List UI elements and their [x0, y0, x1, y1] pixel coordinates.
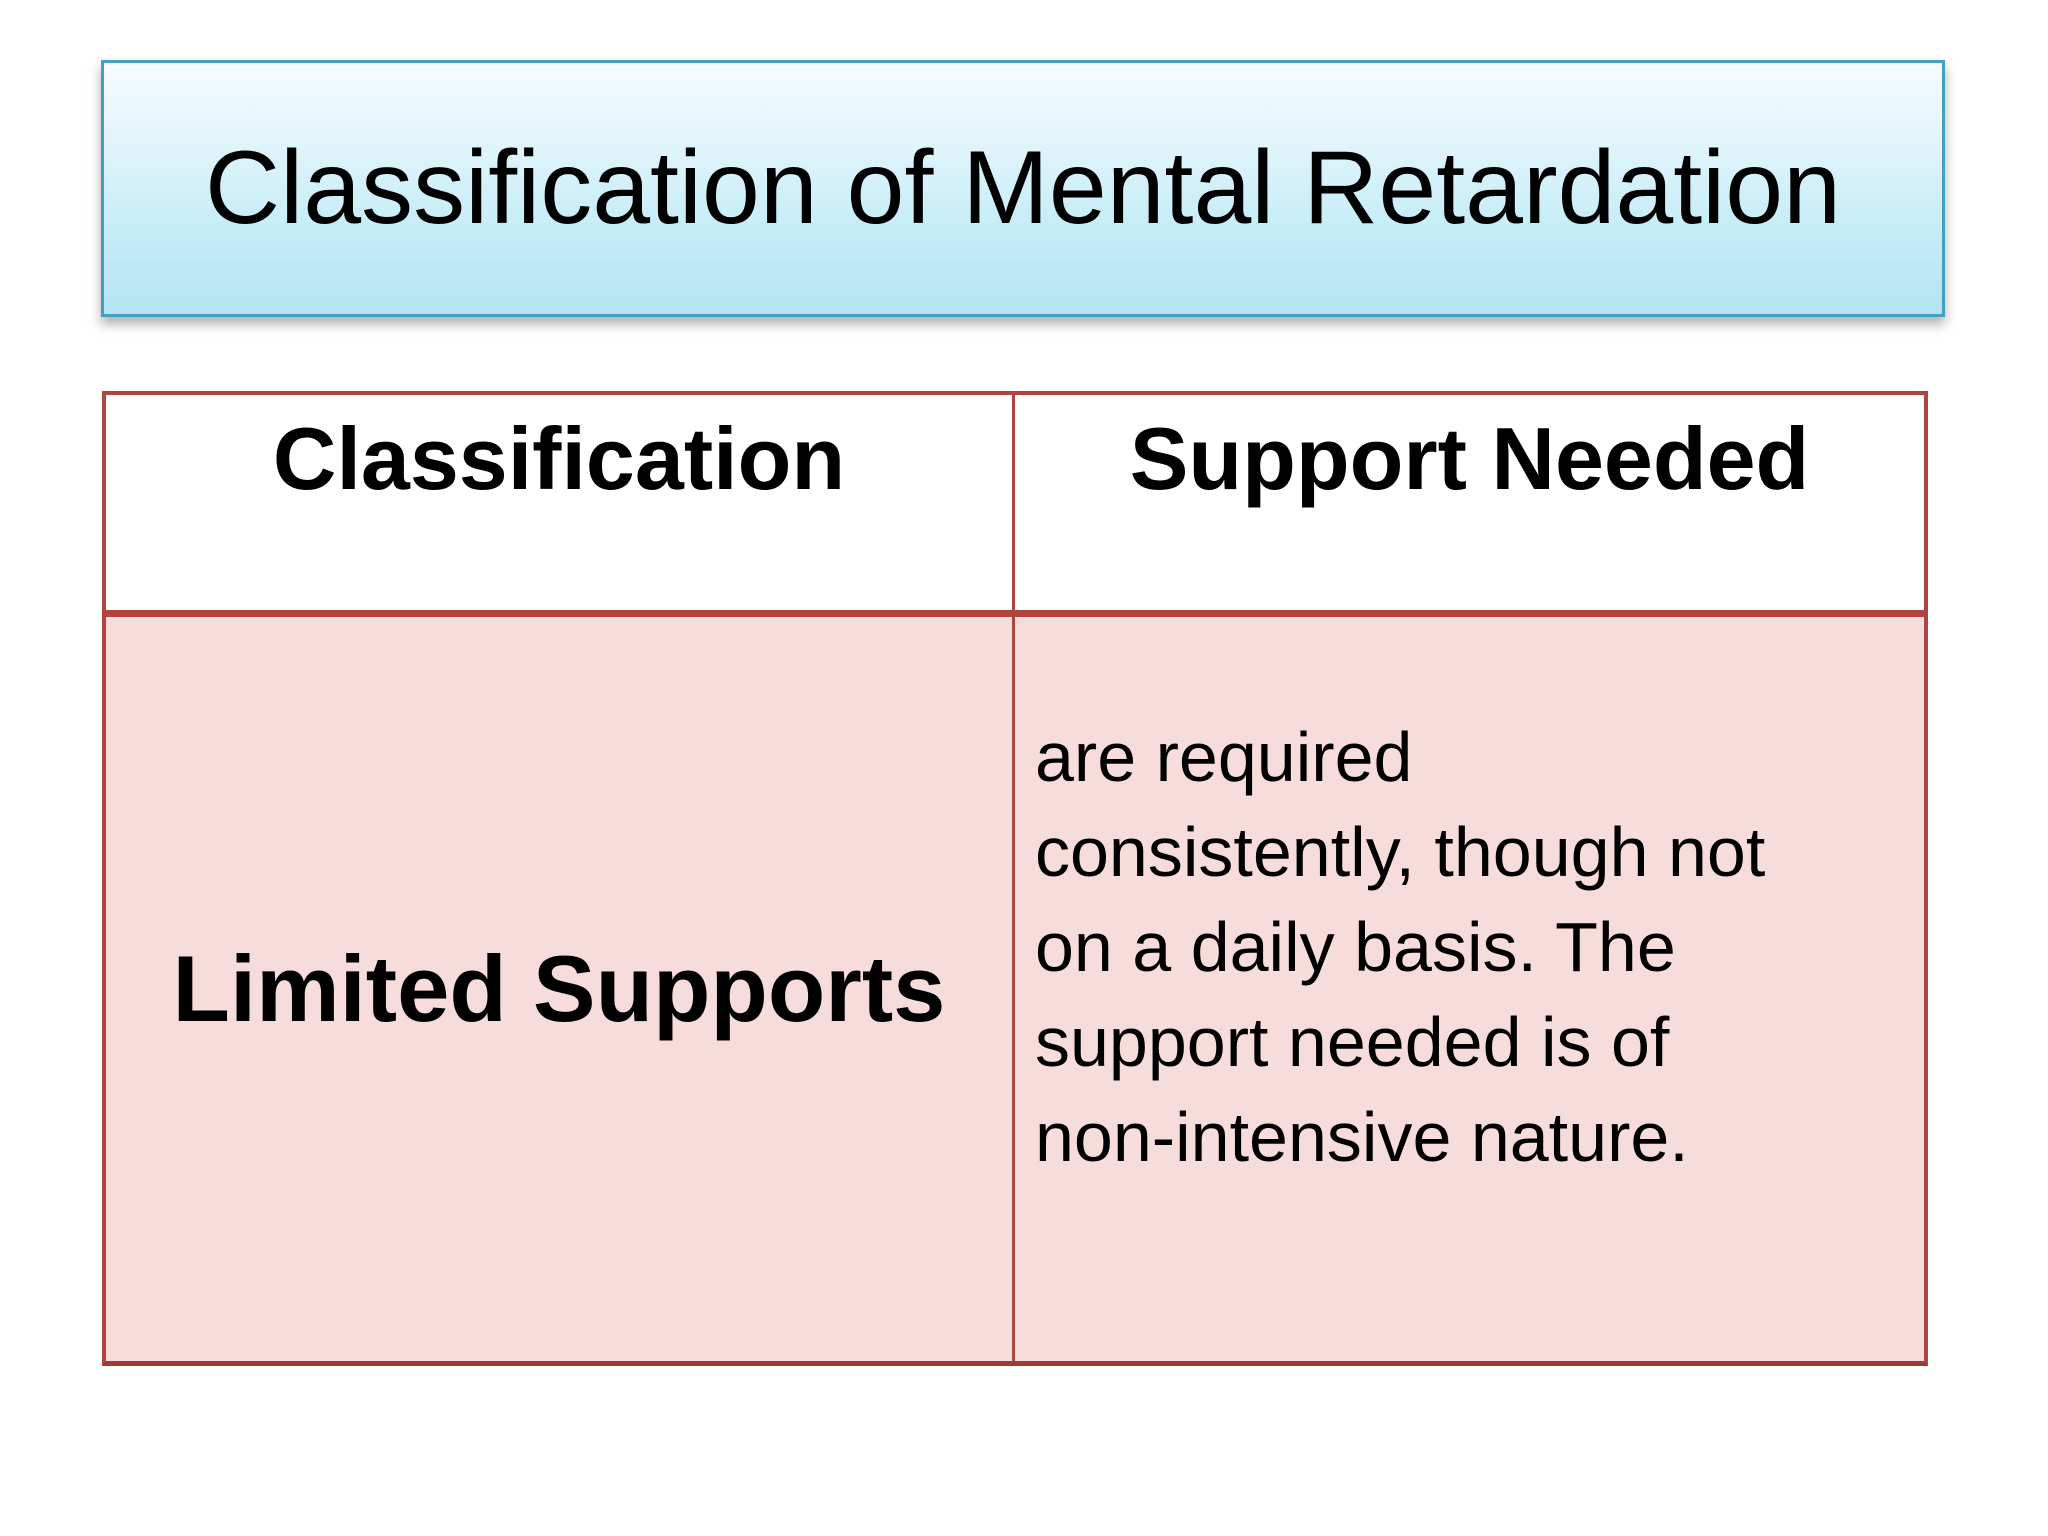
header-label-classification: Classification [272, 409, 846, 508]
support-line: non-intensive nature. [1035, 1098, 1689, 1176]
title-banner: Classification of Mental Retardation [101, 60, 1945, 317]
support-description: are required consistently, though not on… [1035, 710, 1894, 1185]
header-cell-classification: Classification [106, 395, 1015, 617]
classification-value: Limited Supports [172, 936, 946, 1042]
support-line: are required [1035, 718, 1413, 796]
support-line: support needed is of [1035, 1003, 1670, 1081]
page-title: Classification of Mental Retardation [205, 130, 1841, 247]
header-label-support-needed: Support Needed [1129, 409, 1810, 508]
classification-table: Classification Support Needed Limited Su… [102, 391, 1928, 1366]
cell-classification-value: Limited Supports [106, 617, 1015, 1361]
support-line: on a daily basis. The [1035, 908, 1676, 986]
header-cell-support-needed: Support Needed [1015, 395, 1924, 617]
support-line: consistently, though not [1035, 813, 1766, 891]
cell-support-description: are required consistently, though not on… [1015, 617, 1924, 1361]
